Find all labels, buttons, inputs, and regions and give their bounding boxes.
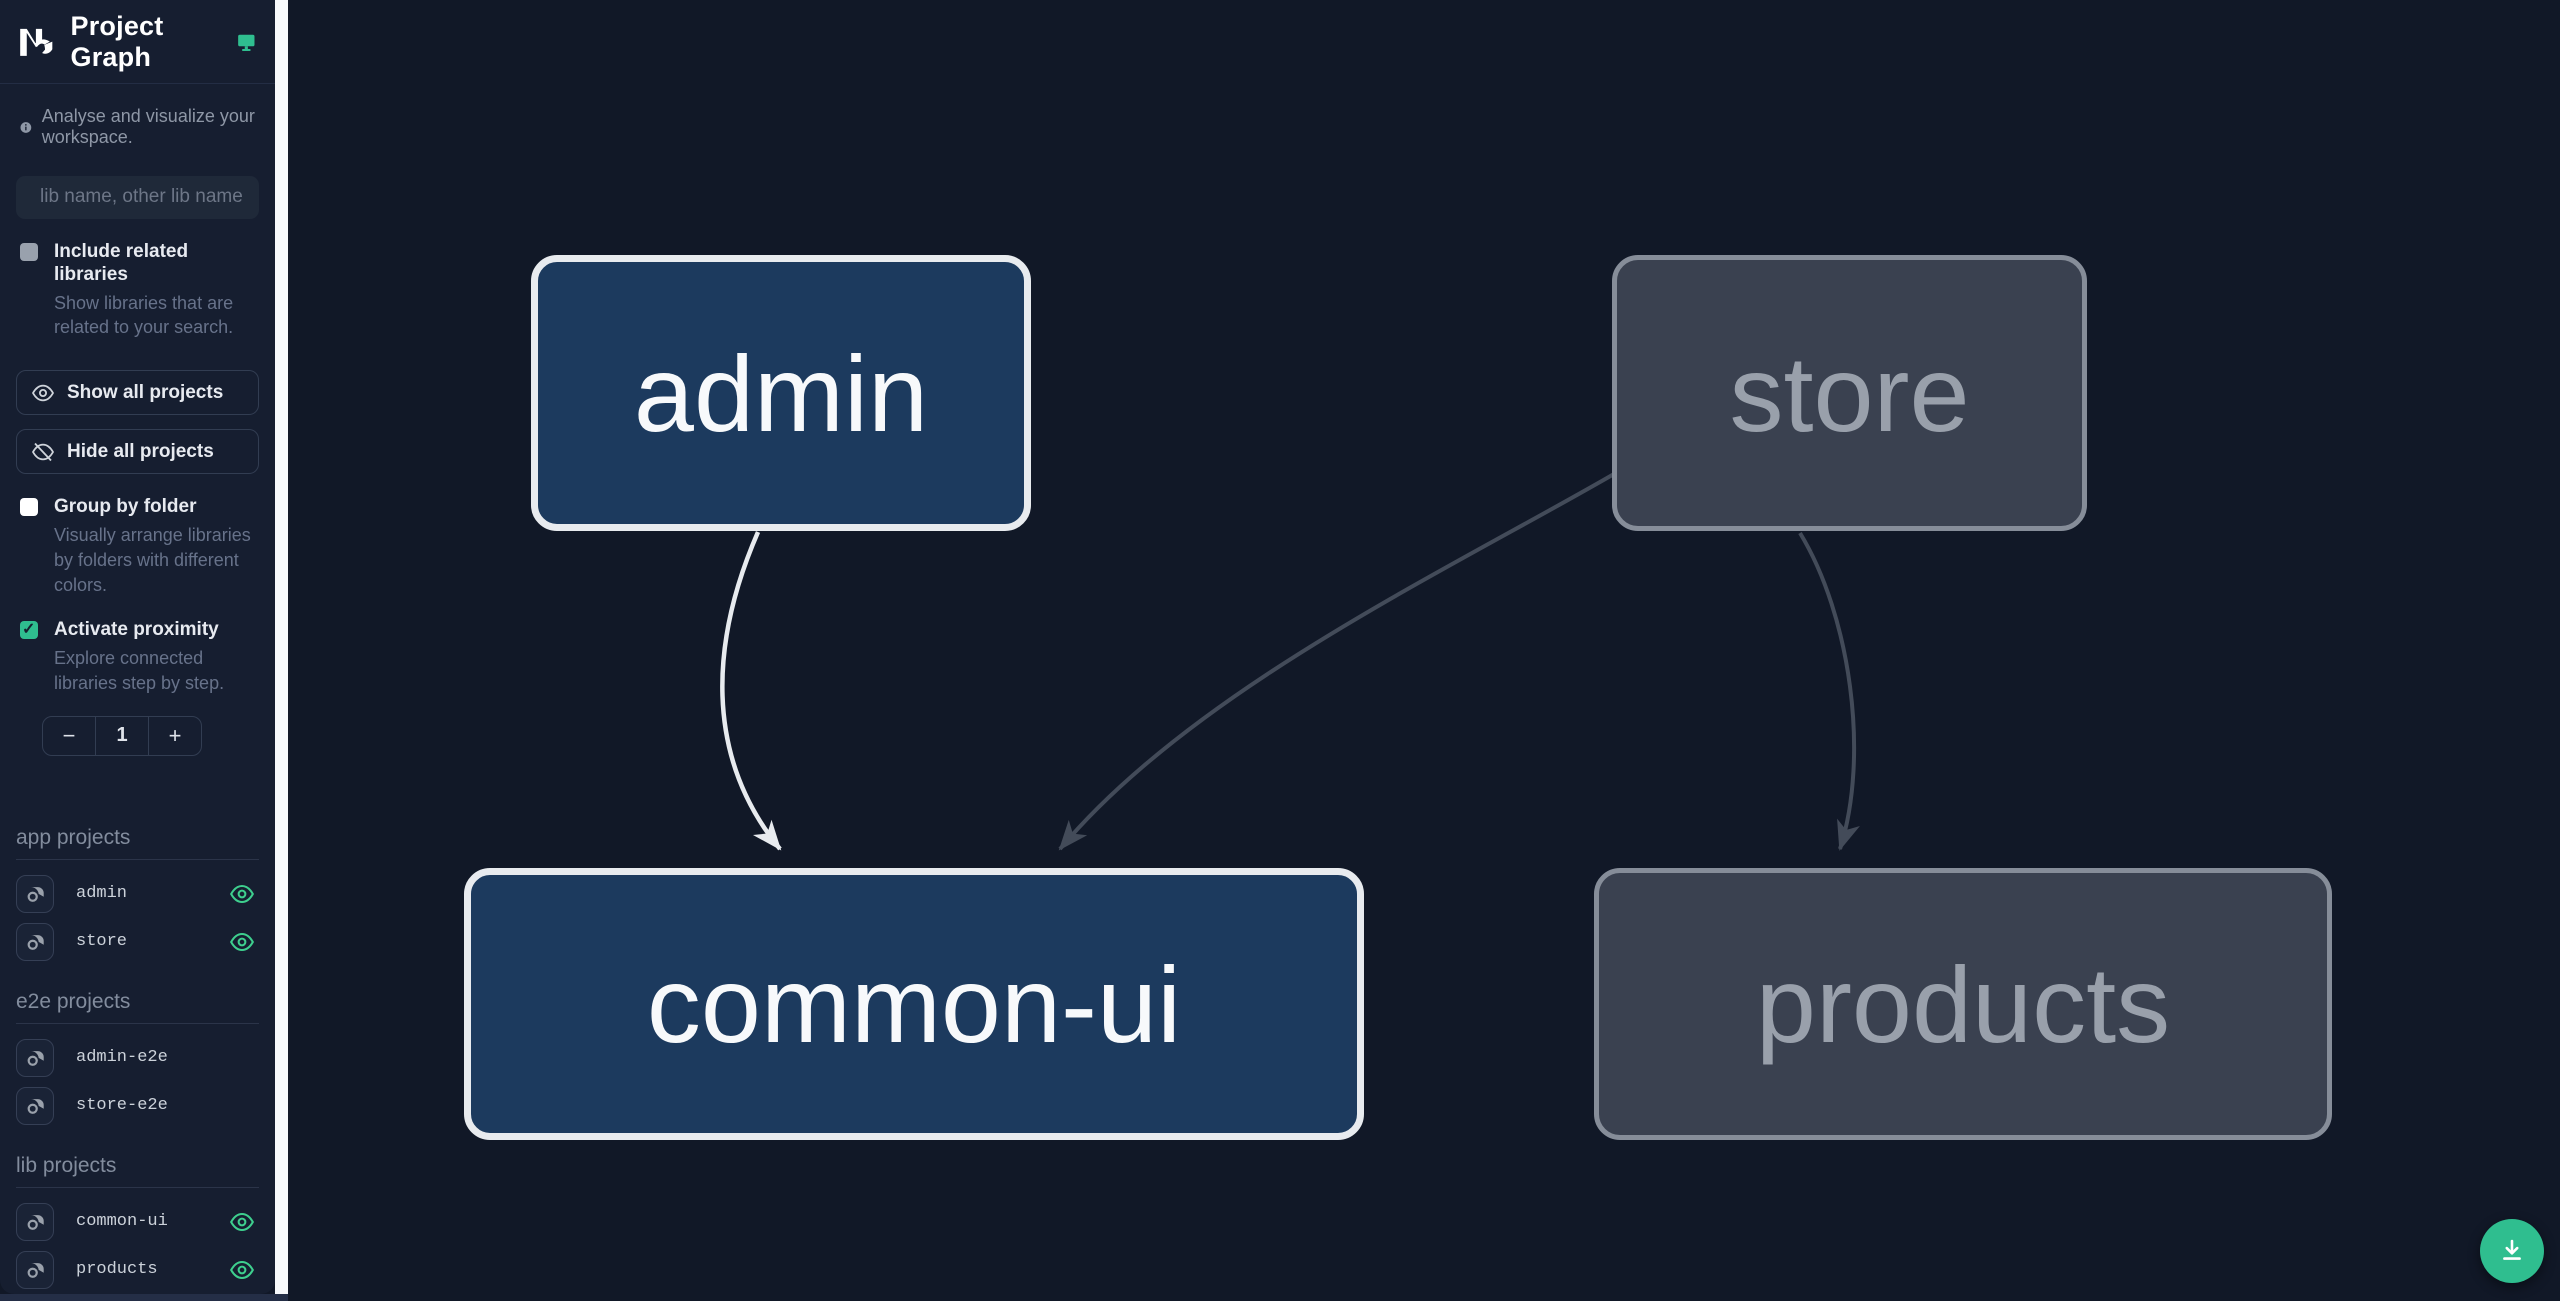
activate-proximity-checkbox[interactable] — [20, 619, 38, 640]
sidebar-header: Project Graph — [0, 0, 275, 84]
sidebar: Project Graph Analyse and visualize your… — [0, 0, 275, 1294]
focus-project-button[interactable] — [16, 874, 54, 913]
include-related-description: Show libraries that are related to your … — [54, 292, 234, 338]
focus-project-button[interactable] — [16, 1250, 54, 1289]
sidebar-resize-handle[interactable] — [275, 0, 288, 1294]
graph-edges — [720, 472, 1860, 851]
group-by-folder-checkbox[interactable] — [20, 498, 38, 517]
proximity-increment-button[interactable]: + — [149, 717, 201, 755]
project-name: common-ui — [76, 1212, 168, 1232]
project-visibility-eye-icon[interactable] — [229, 881, 255, 907]
graph-node-admin[interactable]: admin — [531, 255, 1031, 531]
project-pin-icon — [27, 1051, 44, 1066]
project-pin-icon — [27, 887, 44, 902]
section-title: app projects — [16, 826, 259, 860]
focus-project-button[interactable] — [16, 1038, 54, 1077]
edge-admin-to-common-ui[interactable] — [720, 531, 782, 851]
project-visibility-eye-icon[interactable] — [229, 1257, 255, 1283]
show-all-projects-label: Show all projects — [67, 381, 224, 403]
page-title: Project Graph — [70, 10, 164, 72]
graph-canvas[interactable]: admin store common-ui products — [288, 0, 2560, 1301]
proximity-stepper: − 1 + — [42, 715, 202, 756]
section-e2e-projects: e2e projects admin-e2e store-e2e — [0, 990, 275, 1130]
project-pin-icon — [27, 935, 44, 950]
project-name: admin-e2e — [76, 1048, 168, 1068]
workspace-tagline-row: Analyse and visualize your workspace. — [0, 84, 275, 154]
search-box — [16, 176, 275, 219]
include-related-label: Include related libraries — [54, 240, 189, 285]
section-app-projects: app projects admin store — [0, 826, 275, 966]
hide-all-projects-label: Hide all projects — [67, 440, 214, 462]
project-row-store-e2e: store-e2e — [16, 1082, 259, 1130]
proximity-value: 1 — [95, 716, 149, 755]
focus-project-button[interactable] — [16, 922, 54, 961]
project-row-common-ui: common-ui — [16, 1198, 259, 1246]
section-title: e2e projects — [16, 990, 259, 1024]
option-group-by-folder: Group by folder Visually arrange librari… — [0, 496, 275, 597]
hide-all-projects-button[interactable]: Hide all projects — [16, 429, 259, 475]
group-by-folder-description: Visually arrange libraries by folders wi… — [54, 524, 251, 595]
edge-store-to-common-ui[interactable] — [1058, 472, 1616, 851]
activate-proximity-description: Explore connected libraries step by step… — [54, 648, 225, 694]
section-title: lib projects — [16, 1154, 259, 1188]
focus-project-button[interactable] — [16, 1202, 54, 1241]
project-pin-icon — [27, 1215, 44, 1230]
show-all-projects-button[interactable]: Show all projects — [16, 370, 259, 416]
graph-node-products[interactable]: products — [1594, 868, 2332, 1140]
section-lib-projects: lib projects common-ui products — [0, 1154, 275, 1294]
graph-node-common-ui[interactable]: common-ui — [464, 868, 1364, 1140]
eye-icon — [31, 384, 55, 402]
project-row-products: products — [16, 1246, 259, 1294]
project-name: store — [76, 932, 128, 952]
project-sections: app projects admin store e2e projects admin-… — [0, 802, 275, 1294]
project-pin-icon — [27, 1099, 44, 1114]
project-pin-icon — [27, 1263, 44, 1278]
group-by-folder-label: Group by folder — [54, 496, 197, 518]
edge-store-to-products[interactable] — [1798, 531, 1860, 851]
include-related-checkbox[interactable] — [20, 242, 38, 261]
info-icon — [20, 121, 32, 133]
eye-off-icon — [31, 442, 55, 461]
option-include-related: Include related libraries Show libraries… — [0, 241, 275, 340]
search-input[interactable] — [40, 186, 275, 209]
option-activate-proximity: Activate proximity Explore connected lib… — [0, 619, 275, 695]
project-row-admin: admin — [16, 870, 259, 918]
workspace-tagline: Analyse and visualize your workspace. — [41, 106, 255, 147]
monitor-icon[interactable] — [236, 29, 257, 55]
bottom-strip — [0, 1294, 288, 1301]
proximity-decrement-button[interactable]: − — [43, 717, 95, 755]
project-visibility-eye-icon[interactable] — [229, 1209, 255, 1235]
activate-proximity-label: Activate proximity — [54, 619, 219, 641]
project-row-store: store — [16, 918, 259, 966]
project-row-admin-e2e: admin-e2e — [16, 1034, 259, 1082]
project-visibility-eye-icon[interactable] — [229, 929, 255, 955]
nx-logo-icon — [20, 28, 53, 56]
project-name: store-e2e — [76, 1096, 168, 1116]
save-image-button[interactable] — [2480, 1219, 2544, 1283]
project-name: admin — [76, 884, 128, 904]
download-icon — [2503, 1239, 2521, 1260]
project-name: products — [76, 1260, 158, 1280]
graph-node-store[interactable]: store — [1612, 255, 2087, 531]
focus-project-button[interactable] — [16, 1086, 54, 1125]
